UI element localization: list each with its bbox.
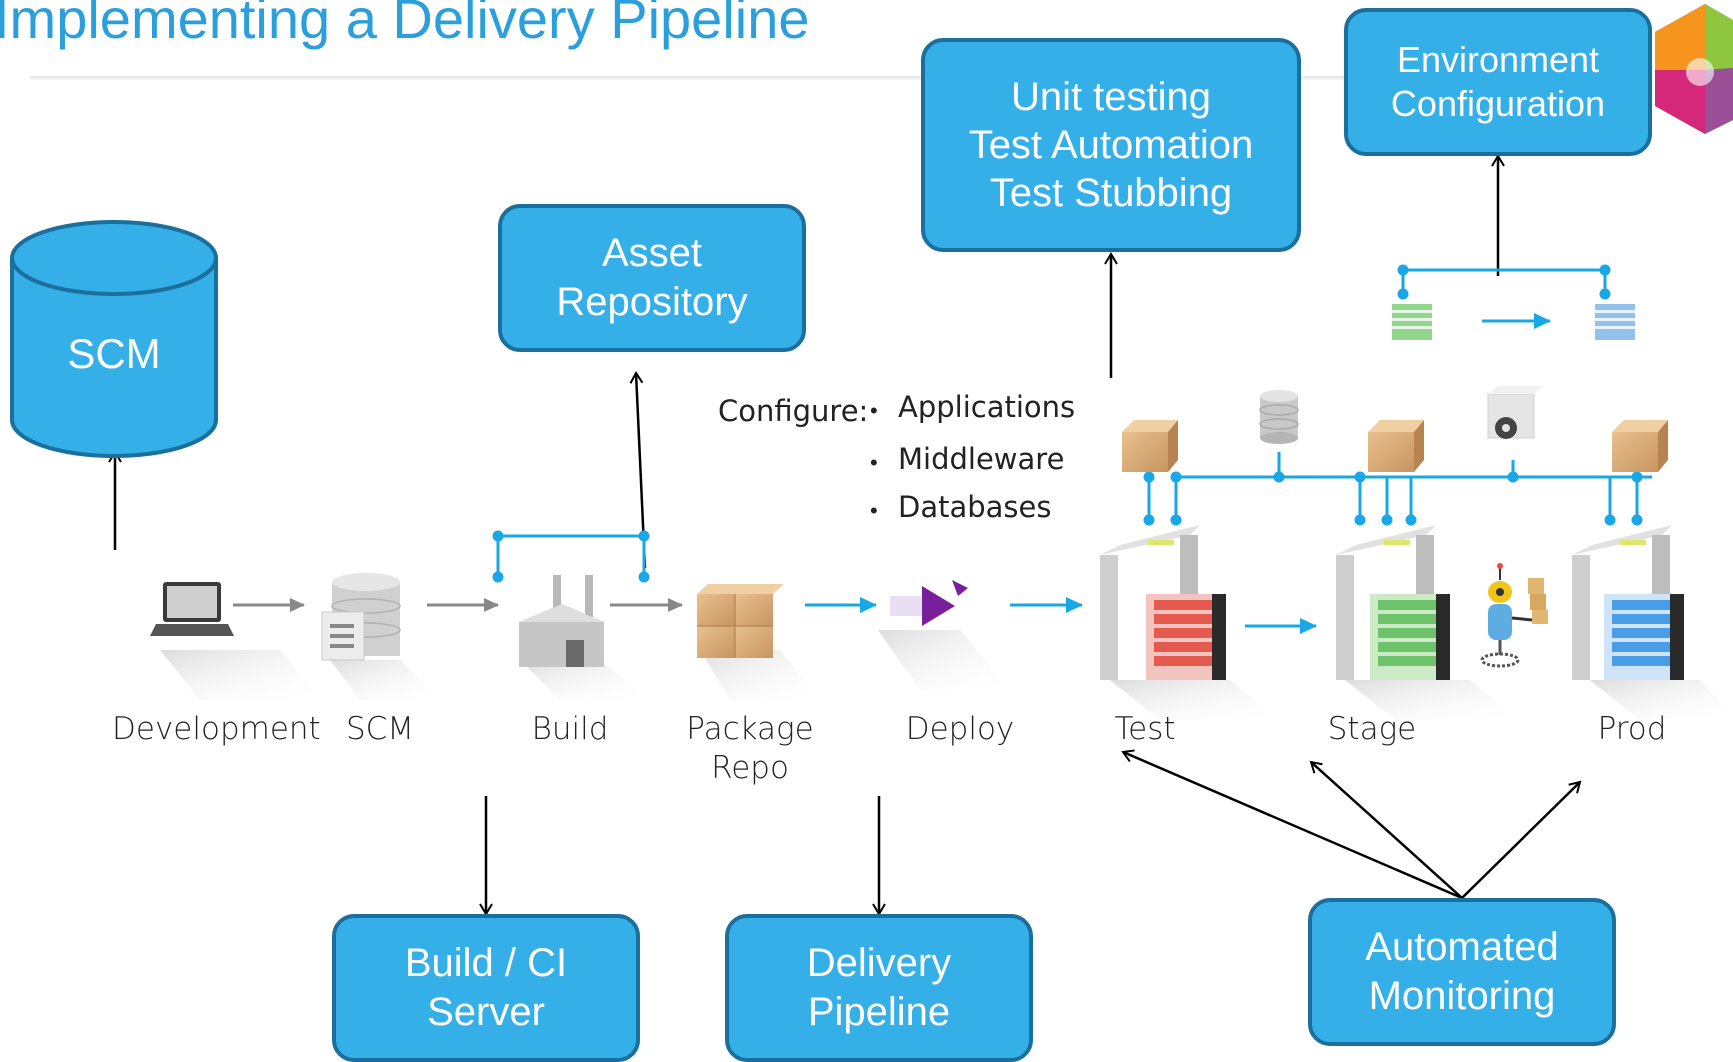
stage-label-build: Build [531,711,609,747]
configure-item-middleware: Middleware [898,442,1065,476]
deploy-icon [878,580,1010,690]
package-repo-boxes-icon [697,584,820,700]
bullet-icon: • [870,450,878,475]
server-blue-icon [1595,304,1635,340]
scm-callout-label: SCM [67,330,161,377]
stage-label-development: Development [112,711,321,747]
configure-item-applications: Applications [898,390,1076,424]
arrow-monitor-to-test [1121,749,1463,900]
configure-item-databases: Databases [898,490,1052,524]
prod-environment-gate-icon [1572,525,1733,720]
configuration-gear-icon [1487,386,1544,439]
stage-label-stage: Stage [1327,711,1417,747]
title-divider [30,76,1430,80]
infrastructure-bus [1143,452,1652,526]
scm-database-icon [321,573,440,700]
delivery-pipeline-callout: Delivery Pipeline [725,914,1033,1062]
environment-configuration-callout: Environment Configuration [1344,8,1652,156]
page-title: Implementing a Delivery Pipeline [0,0,810,50]
asset-repository-callout: Asset Repository [498,204,806,352]
package-box-icon [1612,420,1668,472]
database-icon [1259,390,1299,444]
build-connector [492,530,650,583]
test-environment-gate-icon [1100,525,1280,720]
stage-environment-gate-icon [1336,525,1520,720]
stage-label-test: Test [1114,711,1176,747]
automated-monitoring-callout: Automated Monitoring [1308,898,1616,1046]
laptop-icon [150,582,320,700]
stage-label-scm: SCM [345,711,415,747]
stage-label-package-repo: Package Repo [686,711,814,786]
arrow-monitor-to-prod [1461,780,1582,899]
factory-icon [519,575,650,700]
environment-connector [1397,264,1611,300]
bullet-icon: • [870,398,878,423]
brand-logo-icon [1655,4,1733,134]
bullet-icon: • [870,498,878,523]
stage-label-deploy: Deploy [905,711,1015,747]
scm-cylinder [10,220,218,458]
unit-testing-callout: Unit testing Test Automation Test Stubbi… [921,38,1301,252]
package-box-icon [1122,420,1178,472]
stage-label-prod: Prod [1597,711,1667,747]
configure-label: Configure: [718,394,869,428]
server-green-icon [1392,304,1432,340]
robot-icon [1480,563,1548,668]
build-ci-server-callout: Build / CI Server [332,914,640,1062]
arrow-monitor-to-stage [1309,760,1463,899]
package-box-icon [1368,420,1424,472]
